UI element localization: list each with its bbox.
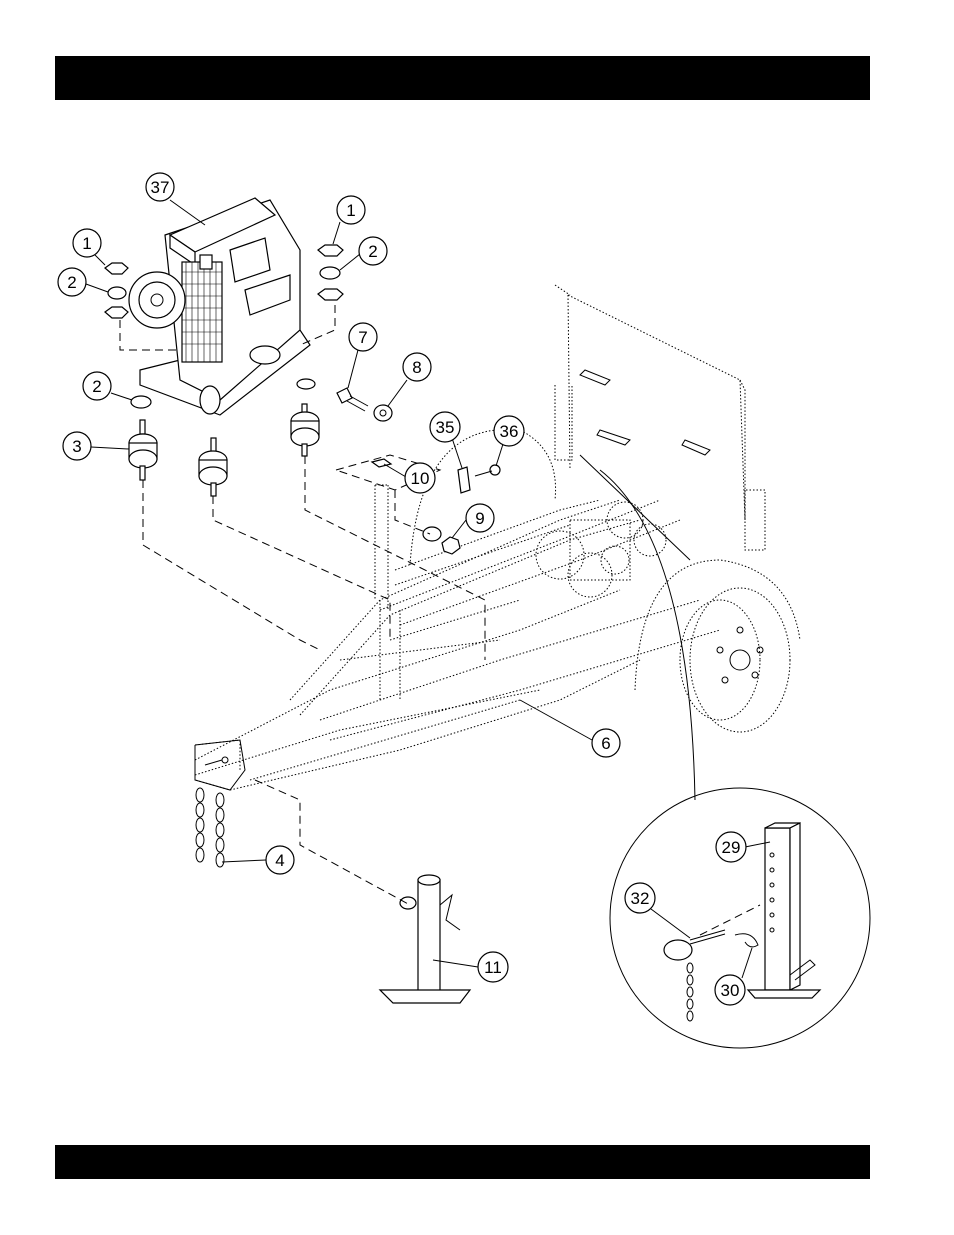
safety-chains	[196, 788, 224, 867]
callout-2-middle-label: 2	[92, 377, 101, 396]
callout-32-label: 32	[631, 889, 650, 908]
callout-10-label: 10	[411, 469, 430, 488]
callout-1-left-label: 1	[82, 234, 91, 253]
engine-assembly	[129, 198, 310, 415]
detail-inset	[610, 788, 870, 1048]
callout-36-label: 36	[500, 422, 519, 441]
callout-29-label: 29	[722, 838, 741, 857]
callout-8-label: 8	[412, 358, 421, 377]
callout-3-label: 3	[72, 437, 81, 456]
callout-35-label: 35	[436, 418, 455, 437]
callout-6-label: 6	[601, 734, 610, 753]
callout-9-label: 9	[475, 509, 484, 528]
callout-30-label: 30	[721, 981, 740, 1000]
callout-1-right-label: 1	[346, 201, 355, 220]
callout-7-label: 7	[358, 328, 367, 347]
callout-2-right-label: 2	[368, 242, 377, 261]
callout-4-label: 4	[275, 851, 284, 870]
callout-37-label: 37	[151, 178, 170, 197]
callout-11-label: 11	[484, 958, 502, 977]
callout-2-left-label: 2	[67, 273, 76, 292]
